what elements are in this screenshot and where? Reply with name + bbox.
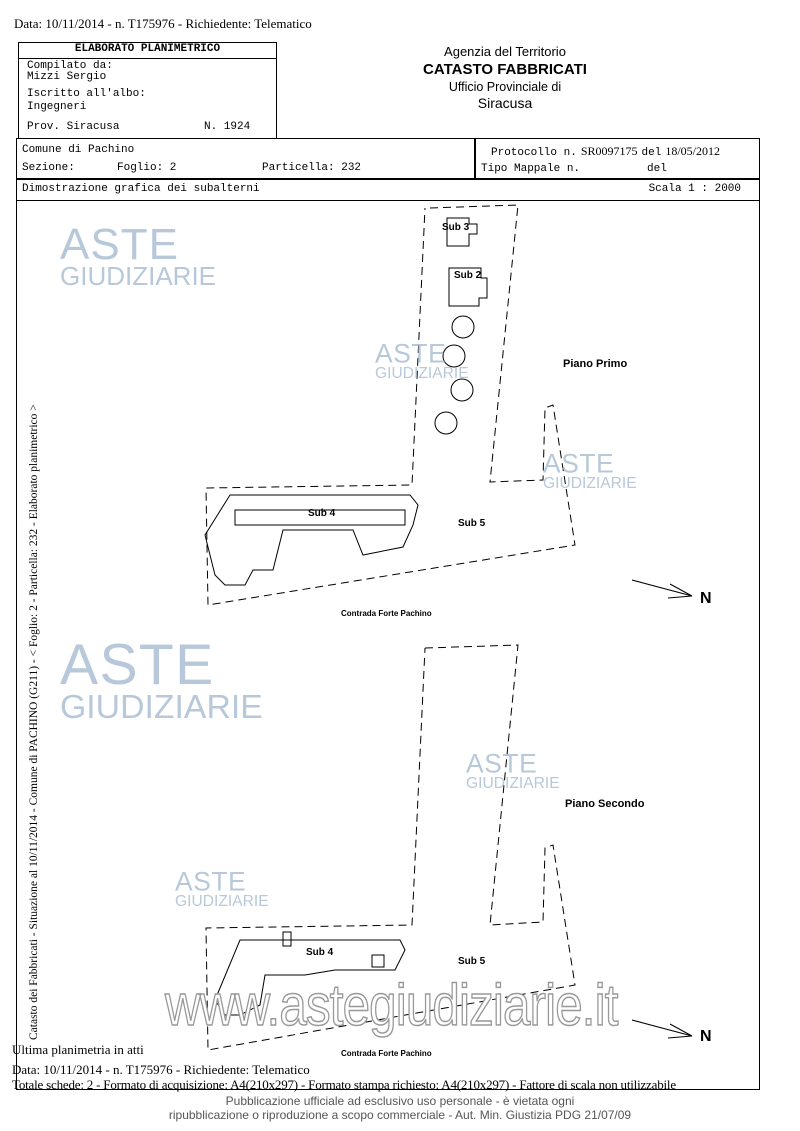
footer-data-line: Data: 10/11/2014 - n. T175976 - Richiede… — [12, 1062, 310, 1077]
watermark-site: www.astegiudiziarie.it — [164, 973, 619, 1038]
top-request-line: Data: 10/11/2014 - n. T175976 - Richiede… — [14, 16, 312, 31]
notice-line-2: ripubblicazione o riproduzione a scopo c… — [168, 1108, 632, 1122]
province: Prov. Siracusa — [27, 121, 120, 133]
floor2-boundary — [205, 644, 576, 1051]
notice-line-1: Pubblicazione ufficiale ad esclusivo uso… — [225, 1094, 575, 1108]
label-sub3: Sub 3 — [442, 222, 470, 233]
floor1-buildings — [204, 217, 488, 586]
floor2-label-sub5: Sub 5 — [458, 956, 486, 967]
header-title: ELABORATO PLANIMETRICO — [19, 43, 276, 59]
footer-totale: Totale schede: 2 - Formato di acquisizio… — [12, 1077, 676, 1092]
registration-number: N. 1924 — [204, 121, 251, 133]
tipo-mappale-del: del — [647, 163, 667, 175]
foglio: Foglio: 2 — [117, 162, 177, 174]
header-box: ELABORATO PLANIMETRICO Compilato da: Miz… — [18, 42, 277, 139]
north-arrows — [631, 579, 693, 1039]
info-row: Comune di Pachino Sezione: Foglio: 2 Par… — [16, 138, 760, 180]
dimostrazione-label: Dimostrazione grafica dei subalterni — [22, 183, 260, 195]
particella: Particella: 232 — [262, 162, 362, 174]
office-city: Siracusa — [477, 95, 533, 111]
floor2-road: Contrada Forte Pachino — [341, 1049, 432, 1058]
agency-name: Agenzia del Territorio — [444, 44, 566, 59]
label-sub5: Sub 5 — [458, 518, 486, 529]
floor2-north-label: N — [700, 1028, 712, 1045]
dimostrazione-row: Dimostrazione grafica dei subalterni Sca… — [16, 178, 760, 201]
floor1-road: Contrada Forte Pachino — [341, 609, 432, 618]
sezione: Sezione: — [22, 162, 75, 174]
label-sub2: Sub 2 — [454, 270, 482, 281]
tipo-mappale: Tipo Mappale n. — [481, 163, 581, 175]
agency-block: Agenzia del Territorio CATASTO FABBRICAT… — [380, 44, 630, 111]
floor2-title: Piano Secondo — [565, 798, 645, 810]
floor1-title: Piano Primo — [563, 358, 628, 370]
compilato-label: Compilato da: — [27, 60, 113, 72]
ultima-planimetria: Ultima planimetria in atti — [12, 1042, 144, 1057]
office-label: Ufficio Provinciale di — [448, 80, 562, 94]
scale: Scala 1 : 2000 — [648, 183, 741, 195]
floor2-label-sub4: Sub 4 — [306, 947, 334, 958]
floor1-boundary — [205, 204, 576, 606]
protocollo-del-label: del — [641, 147, 662, 159]
protocollo-value: SR0097175 — [580, 144, 638, 158]
label-sub4: Sub 4 — [308, 508, 336, 519]
protocollo-date: 18/05/2012 — [665, 144, 720, 158]
floor1-north-label: N — [700, 590, 712, 607]
compilato-value: Mizzi Sergio — [27, 71, 107, 83]
floor2-buildings — [214, 931, 406, 1016]
protocollo-label: Protocollo n. — [491, 147, 577, 159]
notice: Pubblicazione ufficiale ad esclusivo uso… — [150, 1094, 650, 1122]
catasto-title: CATASTO FABBRICATI — [423, 61, 587, 78]
albo-value: Ingegneri — [27, 101, 87, 113]
albo-label: Iscritto all'albo: — [27, 88, 146, 100]
comune: Comune di Pachino — [22, 144, 135, 156]
